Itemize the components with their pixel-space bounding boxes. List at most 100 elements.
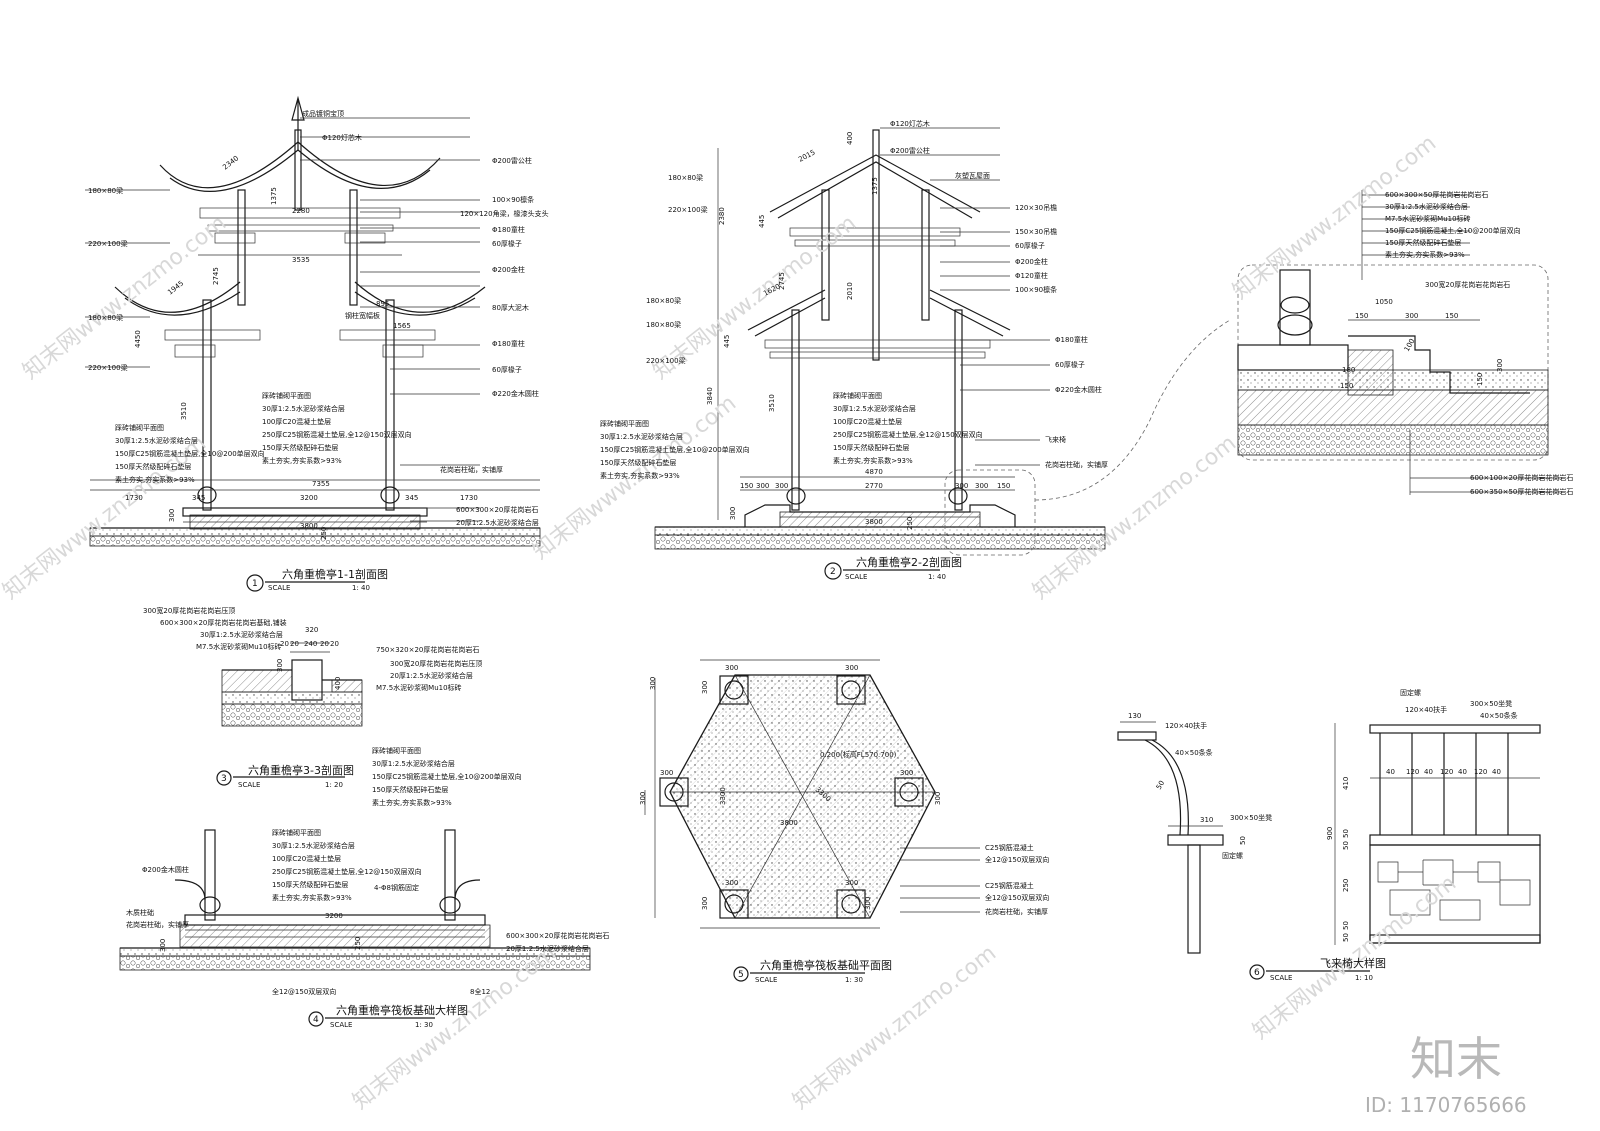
s2-floor-spec: 踩砖铺砌平面图 30厚1:2.5水泥砂浆结合层 100厚C20混凝土垫层 250… (833, 391, 983, 465)
svg-text:30厚1:2.5水泥砂浆结合层: 30厚1:2.5水泥砂浆结合层 (1385, 202, 1468, 211)
brand-logo: 知末 (1410, 1032, 1502, 1086)
svg-text:8全12: 8全12 (470, 987, 490, 996)
svg-text:SCALE: SCALE (755, 976, 777, 984)
svg-text:Φ200金木圆柱: Φ200金木圆柱 (142, 865, 189, 874)
column-base-pad (719, 889, 749, 919)
svg-text:150厚天然级配碎石垫层: 150厚天然级配碎石垫层 (600, 458, 676, 467)
svg-text:300: 300 (660, 769, 673, 777)
svg-text:300宽20厚花岗岩花岗岩石: 300宽20厚花岗岩花岗岩石 (1425, 280, 1510, 289)
svg-text:60厚椽子: 60厚椽子 (492, 239, 522, 248)
svg-text:150厚天然级配碎石垫层: 150厚天然级配碎石垫层 (115, 462, 191, 471)
svg-text:60厚椽子: 60厚椽子 (492, 365, 522, 374)
s1-labels-left: 180×80梁 220×100梁 180×80梁 220×100梁 (88, 186, 128, 372)
svg-text:1: 20: 1: 20 (325, 781, 343, 789)
svg-text:250: 250 (354, 937, 362, 950)
svg-text:40: 40 (1492, 768, 1501, 776)
svg-text:40×50条条: 40×50条条 (1175, 748, 1213, 757)
svg-text:300×50坐凳: 300×50坐凳 (1470, 699, 1512, 708)
svg-text:300: 300 (701, 897, 709, 910)
hexagon-foundation-plan (644, 659, 980, 982)
svg-text:2015: 2015 (797, 148, 816, 163)
svg-text:50: 50 (1239, 836, 1247, 845)
svg-text:六角重檐亭3-3剖面图: 六角重檐亭3-3剖面图 (248, 763, 354, 777)
svg-text:100厚C20混凝土垫层: 100厚C20混凝土垫层 (262, 417, 331, 426)
svg-text:1375: 1375 (871, 177, 879, 195)
svg-text:40: 40 (1458, 768, 1467, 776)
svg-text:2280: 2280 (292, 207, 310, 215)
svg-text:150厚天然级配碎石垫层: 150厚天然级配碎石垫层 (1385, 238, 1461, 247)
svg-text:30厚1:2.5水泥砂浆结合层: 30厚1:2.5水泥砂浆结合层 (272, 841, 355, 850)
svg-text:Φ120童柱: Φ120童柱 (1015, 271, 1048, 280)
svg-text:300: 300 (639, 792, 647, 805)
svg-text:Φ180童柱: Φ180童柱 (1055, 335, 1088, 344)
svg-text:5: 5 (738, 970, 744, 980)
svg-text:150: 150 (740, 482, 753, 490)
svg-text:150厚C25钢筋混凝土垫层,全10@200单层双向: 150厚C25钢筋混凝土垫层,全10@200单层双向 (372, 772, 522, 781)
svg-text:750×320×20厚花岗岩花岗岩石: 750×320×20厚花岗岩花岗岩石 (376, 645, 479, 654)
svg-text:300: 300 (725, 879, 738, 887)
svg-text:2745: 2745 (212, 267, 220, 285)
svg-text:445: 445 (723, 335, 731, 348)
svg-text:300: 300 (1405, 312, 1418, 320)
svg-text:Φ120灯芯木: Φ120灯芯木 (322, 133, 362, 142)
svg-text:六角重檐亭2-2剖面图: 六角重檐亭2-2剖面图 (856, 555, 962, 569)
svg-text:150厚C25钢筋混凝土垫层,全10@200单层双向: 150厚C25钢筋混凝土垫层,全10@200单层双向 (115, 449, 265, 458)
svg-text:SCALE: SCALE (1270, 974, 1292, 982)
svg-text:150×30吊檐: 150×30吊檐 (1015, 227, 1057, 236)
svg-text:6: 6 (1254, 968, 1260, 978)
svg-text:M7.5水泥砂浆砌Mu10标砖: M7.5水泥砂浆砌Mu10标砖 (1385, 214, 1471, 223)
svg-text:1: 30: 1: 30 (415, 1021, 433, 1029)
svg-text:300: 300 (775, 482, 788, 490)
svg-text:40×50条条: 40×50条条 (1480, 711, 1518, 720)
svg-text:300: 300 (864, 897, 872, 910)
svg-text:240: 240 (304, 640, 317, 648)
svg-text:M7.5水泥砂浆砌Mu10标砖: M7.5水泥砂浆砌Mu10标砖 (196, 642, 282, 651)
detail-labels: 600×300×50厚花岗岩花岗岩石 30厚1:2.5水泥砂浆结合层 M7.5水… (1385, 190, 1573, 496)
svg-text:4870: 4870 (865, 468, 883, 476)
svg-text:六角重檐亭筏板基础平面图: 六角重檐亭筏板基础平面图 (760, 958, 892, 972)
svg-text:1: 1 (252, 579, 258, 589)
svg-text:250厚C25钢筋混凝土垫层,全12@150双层双向: 250厚C25钢筋混凝土垫层,全12@150双层双向 (262, 430, 412, 439)
svg-text:130: 130 (1128, 712, 1141, 720)
svg-text:20: 20 (280, 640, 289, 648)
svg-text:50: 50 (1342, 841, 1350, 850)
svg-text:220×100梁: 220×100梁 (88, 239, 128, 248)
svg-text:120×30吊檐: 120×30吊檐 (1015, 203, 1057, 212)
svg-text:30厚1:2.5水泥砂浆结合层: 30厚1:2.5水泥砂浆结合层 (600, 432, 683, 441)
svg-text:300: 300 (845, 879, 858, 887)
svg-text:Φ120灯芯木: Φ120灯芯木 (890, 119, 930, 128)
svg-text:7355: 7355 (312, 480, 330, 488)
svg-text:320: 320 (305, 626, 318, 634)
svg-text:100厚C20混凝土垫层: 100厚C20混凝土垫层 (272, 854, 341, 863)
svg-text:素土夯实,夯实系数>93%: 素土夯实,夯实系数>93% (272, 893, 352, 902)
svg-text:20: 20 (320, 640, 329, 648)
svg-text:3800: 3800 (780, 819, 798, 827)
svg-text:Φ180童柱: Φ180童柱 (492, 339, 525, 348)
svg-text:2010: 2010 (846, 282, 854, 300)
svg-text:300: 300 (934, 792, 942, 805)
s5-labels: 0.200(标高FL570.700) C25钢筋混凝土 全12@150双层双向 … (820, 750, 1049, 916)
svg-text:120×40扶手: 120×40扶手 (1165, 721, 1207, 730)
svg-text:250厚C25钢筋混凝土垫层,全12@150双层双向: 250厚C25钢筋混凝土垫层,全12@150双层双向 (272, 867, 422, 876)
svg-text:120: 120 (1474, 768, 1487, 776)
svg-text:3300: 3300 (814, 786, 833, 804)
bench-detail (1117, 721, 1541, 980)
view-title-5: 5 六角重檐亭筏板基础平面图 SCALE 1: 30 (738, 958, 892, 984)
svg-text:300: 300 (845, 664, 858, 672)
svg-text:300: 300 (975, 482, 988, 490)
svg-text:花岗岩柱础，实铺厚: 花岗岩柱础，实铺厚 (126, 920, 189, 929)
svg-text:150厚C25钢筋混凝土垫层,全10@200单层双向: 150厚C25钢筋混凝土垫层,全10@200单层双向 (600, 445, 750, 454)
s2-floor-spec-left: 踩砖铺砌平面图 30厚1:2.5水泥砂浆结合层 150厚C25钢筋混凝土垫层,全… (600, 419, 750, 480)
svg-text:花岗岩柱础，实铺厚: 花岗岩柱础，实铺厚 (985, 907, 1048, 916)
foundation-detail (119, 829, 591, 1027)
s1-floor-spec: 踩砖铺砌平面图 30厚1:2.5水泥砂浆结合层 100厚C20混凝土垫层 250… (262, 391, 412, 465)
svg-text:3800: 3800 (300, 522, 318, 530)
svg-text:1375: 1375 (270, 187, 278, 205)
svg-text:445: 445 (758, 215, 766, 228)
svg-text:180×80梁: 180×80梁 (88, 313, 123, 322)
svg-text:400: 400 (846, 132, 854, 145)
svg-text:六角重檐亭筏板基础大样图: 六角重檐亭筏板基础大样图 (336, 1003, 468, 1017)
s3-labels: 300宽20厚花岗岩花岗岩压顶 600×300×20厚花岗岩花岗岩基础,铺装 3… (143, 606, 482, 692)
s3-spec: 踩砖铺砌平面图 30厚1:2.5水泥砂浆结合层 150厚C25钢筋混凝土垫层,全… (372, 746, 522, 807)
